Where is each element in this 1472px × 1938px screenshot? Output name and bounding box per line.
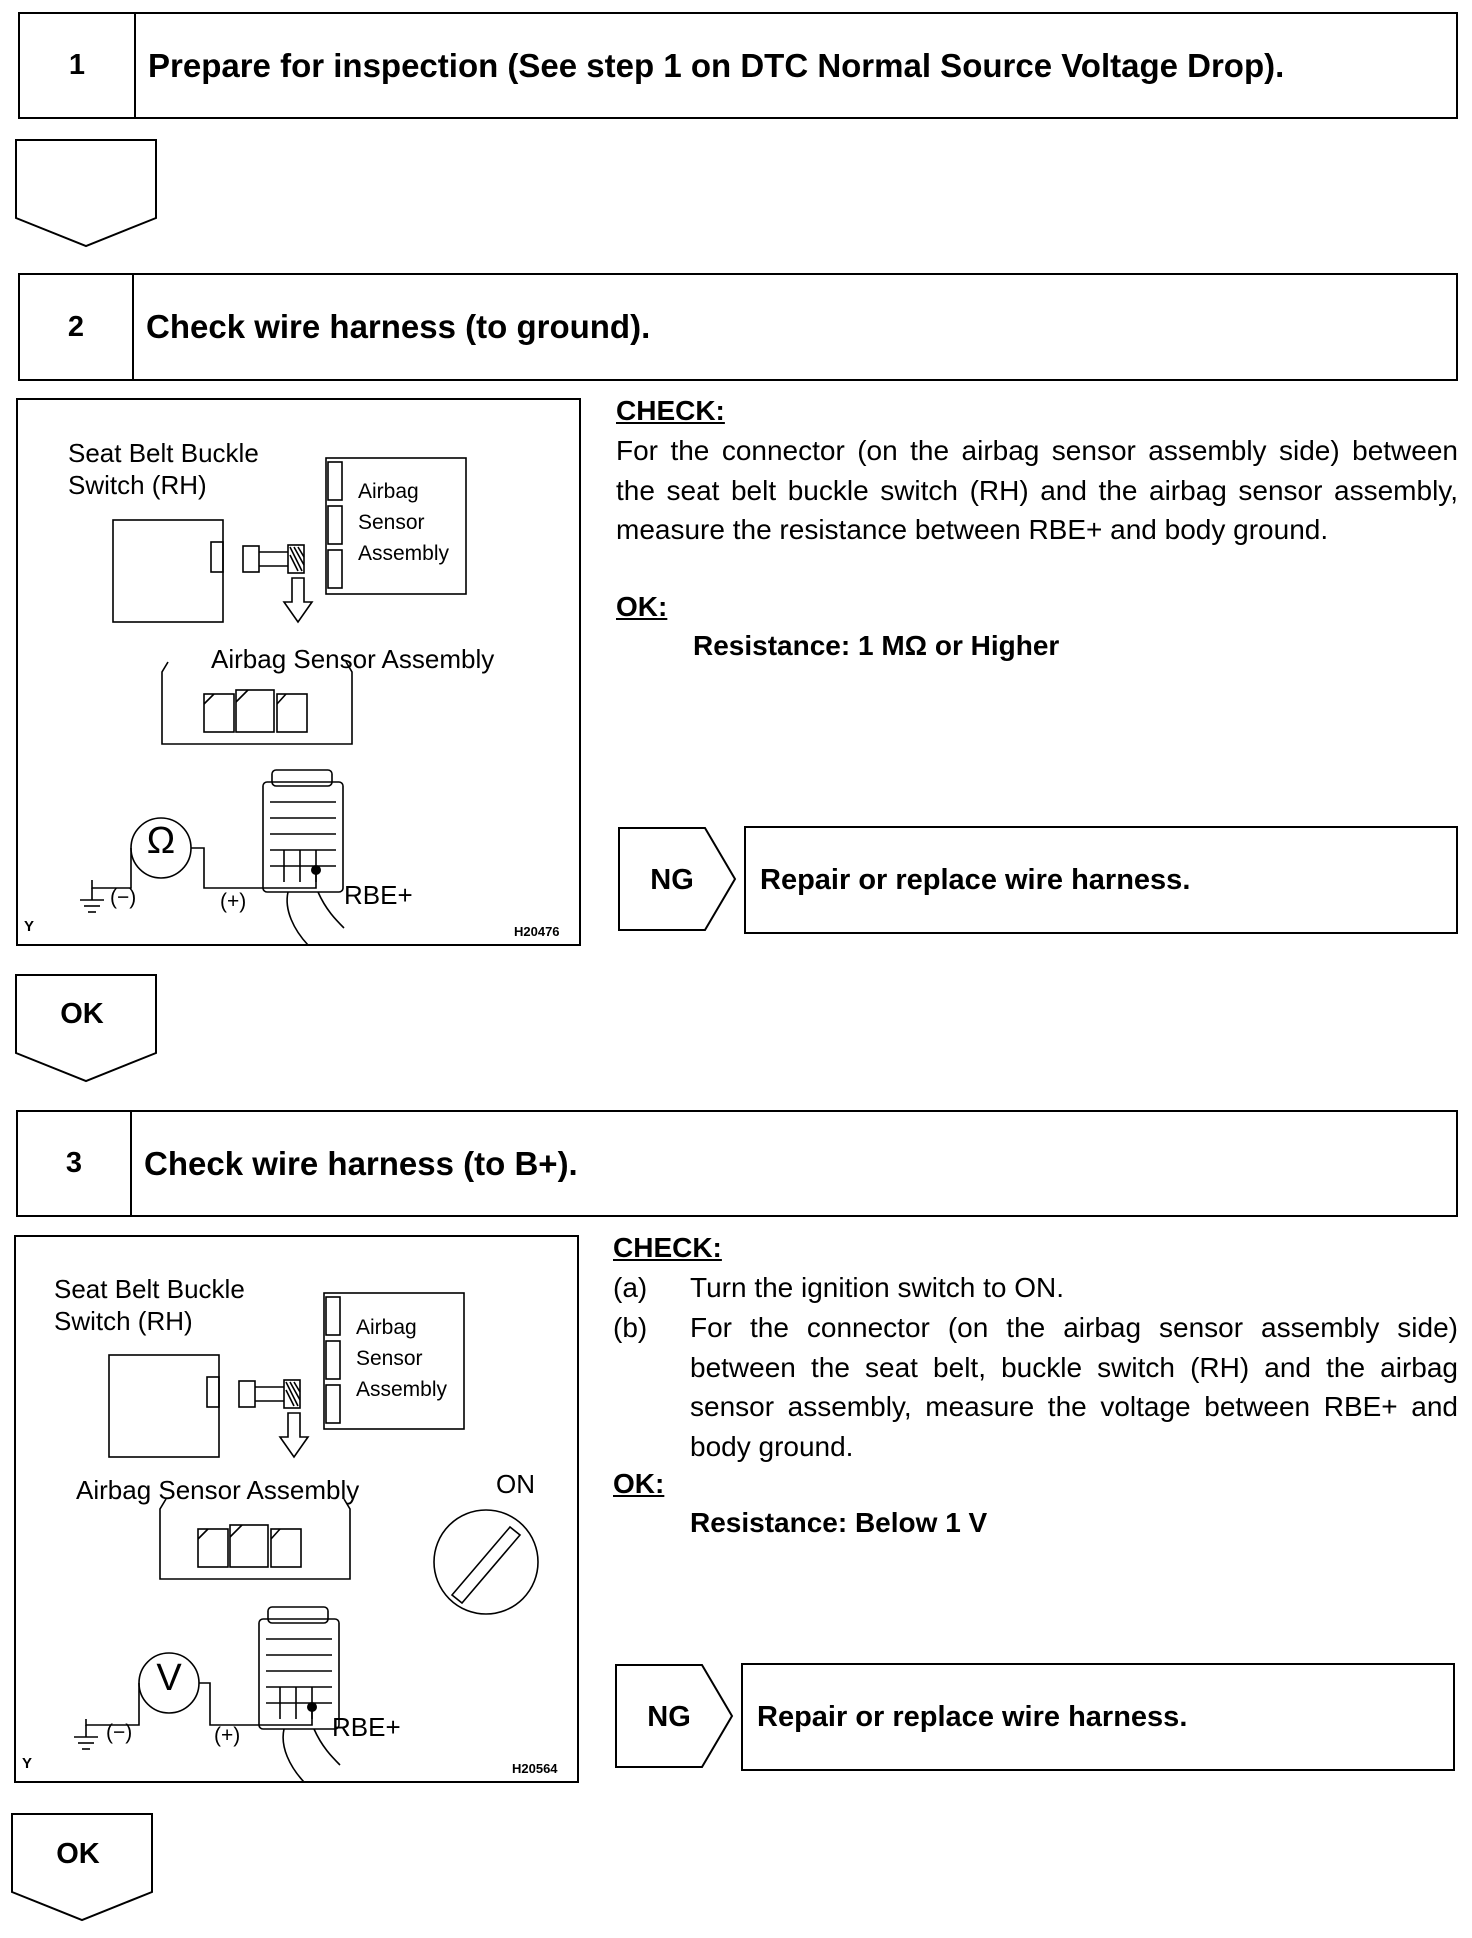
ng-arrow-icon [618,827,737,931]
step-number: 3 [65,1147,83,1179]
step-number: 2 [67,311,85,343]
step-2-header: 2 Check wire harness (to ground). [18,273,1458,381]
ignition-on-label: ON [496,1469,535,1499]
terminal-label: RBE+ [332,1712,401,1742]
step-title: Prepare for inspection (See step 1 on DT… [148,47,1285,84]
ok-heading: OK: [613,1468,665,1499]
figure-corner-mark: Y [22,1755,33,1772]
ok-flow-label: OK [56,1838,100,1870]
airbag-box-label: Airbag [356,1316,417,1339]
negative-probe-label: (−) [110,886,137,909]
step-divider [130,1112,132,1215]
airbag-box-label: Assembly [356,1378,448,1401]
check-heading: CHECK: [613,1232,722,1263]
check-item-marker: (a) [613,1272,648,1303]
check-item-marker: (b) [613,1312,648,1343]
step-title: Check wire harness (to B+). [144,1145,578,1182]
assembly-label: Airbag Sensor Assembly [76,1475,360,1505]
positive-probe-label: (+) [220,890,247,913]
step-divider [132,275,134,379]
ng-label: NG [647,1701,691,1733]
airbag-box-label: Sensor [356,1347,423,1370]
assembly-label: Airbag Sensor Assembly [211,644,495,674]
meter-symbol: Ω [146,820,176,862]
step-3-header: 3 Check wire harness (to B+). [16,1110,1458,1217]
ng-arrow-icon [615,1664,734,1768]
step-title: Check wire harness (to ground). [146,308,651,345]
airbag-box-label: Assembly [358,542,450,565]
flow-arrow-down-icon [15,139,157,248]
switch-label: Switch (RH) [68,470,207,500]
flow-arrow-ok-icon [15,974,157,1083]
figure-code: H20564 [512,1761,558,1776]
step-divider [134,14,136,117]
ok-heading: OK: [616,591,668,622]
check-item-text: For the connector (on the airbag sensor … [690,1312,1458,1462]
ng-label: NG [650,864,694,896]
check-instructions: For the connector (on the airbag sensor … [616,435,1458,545]
wiring-figure-resistance: Seat Belt Buckle Switch (RH) Airbag Sens… [16,398,581,946]
ng-action-box: Repair or replace wire harness. [744,826,1458,934]
terminal-label: RBE+ [344,880,413,910]
meter-symbol: V [156,1657,182,1699]
flow-arrow-ok-icon [11,1813,153,1922]
step-1-header: 1 Prepare for inspection (See step 1 on … [18,12,1458,119]
airbag-box-label: Airbag [358,480,419,503]
ok-criteria: Resistance: 1 MΩ or Higher [693,630,1060,661]
check-item-text: Turn the ignition switch to ON. [690,1272,1065,1303]
check-heading: CHECK: [616,395,725,426]
wiring-figure-voltage: Seat Belt Buckle Switch (RH) Airbag Sens… [14,1235,579,1783]
wiring-diagram-drawing [80,457,467,946]
switch-label: Switch (RH) [54,1306,193,1336]
switch-label: Seat Belt Buckle [68,438,259,468]
airbag-box-label: Sensor [358,511,425,534]
wiring-diagram-drawing [74,1292,539,1783]
figure-corner-mark: Y [24,918,35,935]
figure-code: H20476 [514,924,560,939]
positive-probe-label: (+) [214,1724,241,1747]
ng-action-box: Repair or replace wire harness. [741,1663,1455,1771]
ok-flow-label: OK [60,998,104,1030]
step-number: 1 [68,49,86,81]
switch-label: Seat Belt Buckle [54,1274,245,1304]
ok-criteria: Resistance: Below 1 V [690,1507,988,1538]
negative-probe-label: (−) [106,1721,133,1744]
